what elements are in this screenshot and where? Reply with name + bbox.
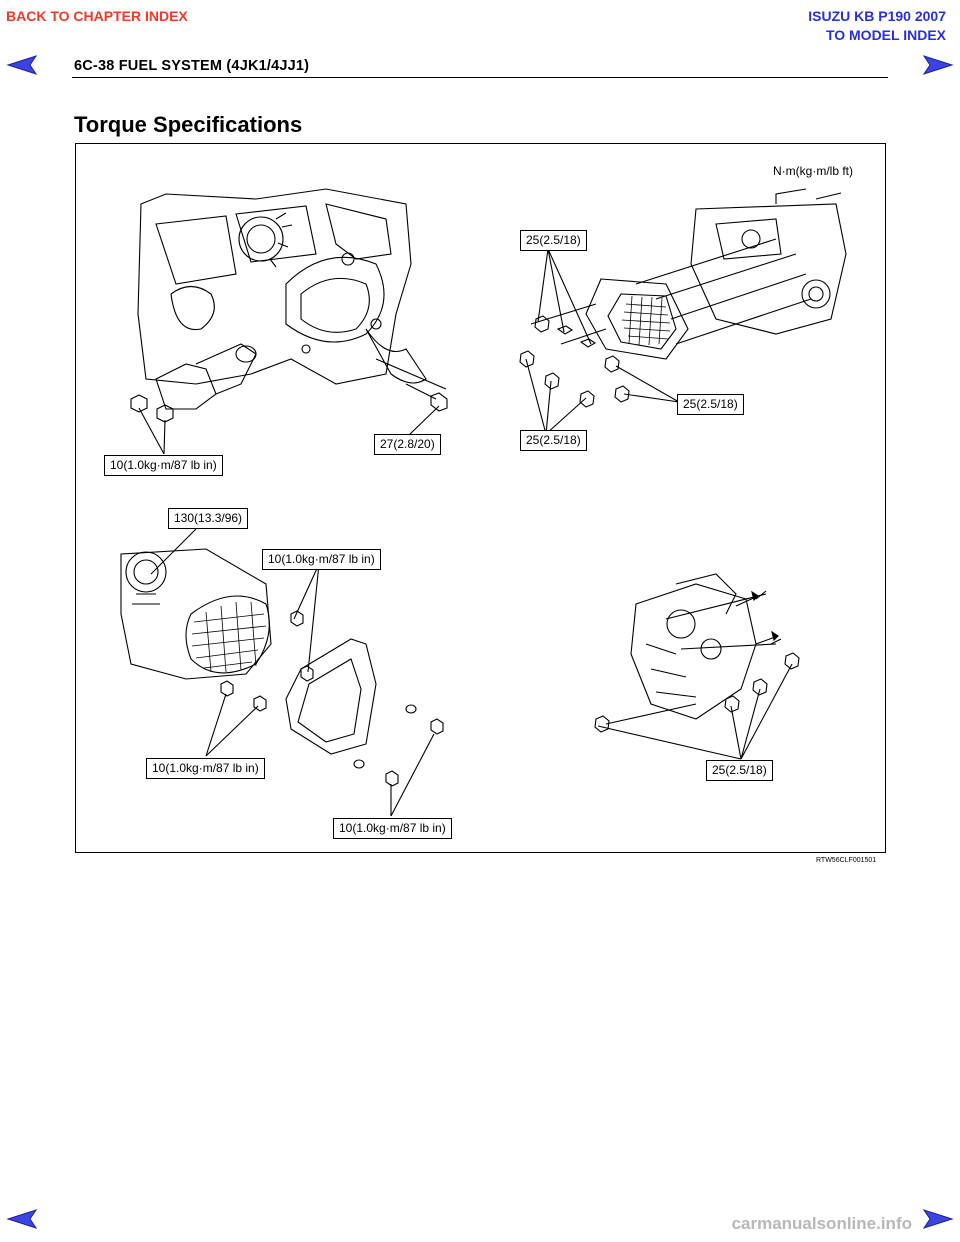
torque-label-tl-bottom-right: 27(2.8/20): [374, 434, 441, 455]
timing-cover-illustration: [120, 528, 444, 817]
torque-label-bl-bottom: 10(1.0kg·m/87 lb in): [333, 818, 452, 839]
injection-pump-illustration: [594, 573, 800, 760]
engine-diagram: [120, 188, 847, 817]
figure-code: RTW56CLF001501: [816, 857, 877, 864]
model-title-link[interactable]: ISUZU KB P190 2007: [808, 8, 946, 24]
engine-block-illustration: [130, 188, 448, 455]
section-title: Torque Specifications: [74, 112, 303, 137]
torque-label-bl-upper: 10(1.0kg·m/87 lb in): [262, 549, 381, 570]
prev-page-arrow-bottom-icon[interactable]: [6, 1208, 40, 1230]
torque-label-tr-top: 25(2.5/18): [520, 230, 587, 251]
torque-label-br-bottom: 25(2.5/18): [706, 760, 773, 781]
egr-cooler-illustration: [519, 188, 847, 435]
header-divider: [72, 77, 888, 78]
prev-page-arrow-icon[interactable]: [6, 54, 40, 76]
torque-label-bl-lower: 10(1.0kg·m/87 lb in): [146, 758, 265, 779]
back-to-chapter-index-link[interactable]: BACK TO CHAPTER INDEX: [6, 8, 188, 24]
torque-units-label: N·m(kg·m/lb ft): [773, 164, 853, 178]
next-page-arrow-icon[interactable]: [920, 54, 954, 76]
torque-spec-figure: N·m(kg·m/lb ft) 10(1.0kg·m/87 lb in) 27(…: [75, 143, 886, 853]
torque-label-tr-right: 25(2.5/18): [677, 394, 744, 415]
next-page-arrow-bottom-icon[interactable]: [920, 1208, 954, 1230]
page-header: 6C-38 FUEL SYSTEM (4JK1/4JJ1): [74, 58, 310, 74]
watermark: carmanualsonline.info: [731, 1214, 912, 1233]
to-model-index-link[interactable]: TO MODEL INDEX: [825, 27, 946, 43]
torque-label-tl-bottom-left: 10(1.0kg·m/87 lb in): [104, 455, 223, 476]
torque-label-tr-bottom: 25(2.5/18): [520, 430, 587, 451]
torque-label-bl-top: 130(13.3/96): [168, 508, 249, 529]
